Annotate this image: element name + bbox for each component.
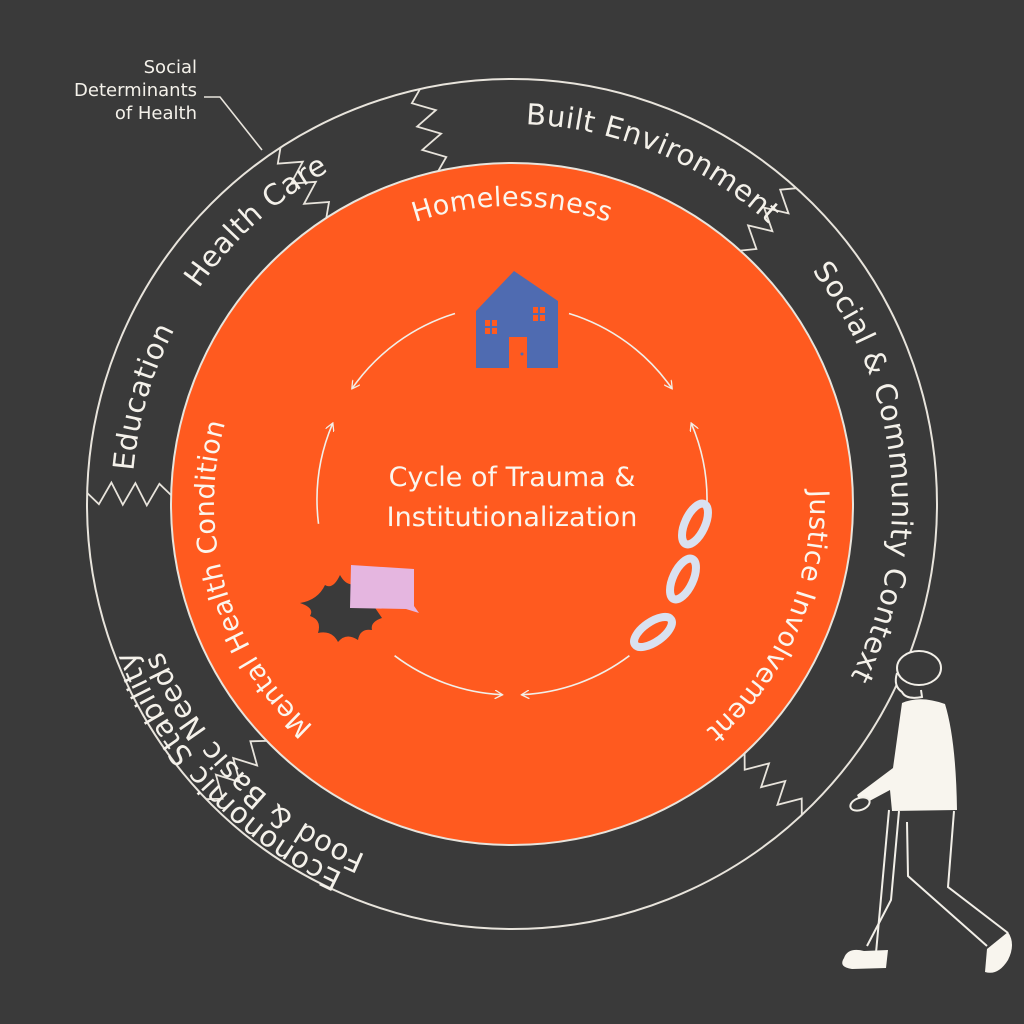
cycle-arrow bbox=[394, 655, 502, 695]
outer-ring-border bbox=[86, 78, 938, 930]
title-leader-line bbox=[204, 96, 263, 151]
cycle-arrow bbox=[352, 312, 456, 389]
center-title-line-2: Institutionalization bbox=[387, 502, 638, 533]
ring-separator bbox=[206, 740, 267, 801]
speech-burst-icon bbox=[300, 565, 419, 642]
center-title-line-1: Cycle of Trauma & bbox=[389, 462, 636, 493]
ring-separator bbox=[86, 480, 172, 508]
cycle-arrow bbox=[316, 424, 332, 524]
speech-bubble-icon bbox=[350, 565, 419, 613]
cycle-arrow bbox=[568, 312, 672, 389]
ring-separator bbox=[410, 88, 448, 172]
chain-icon bbox=[630, 499, 712, 652]
house-icon bbox=[476, 271, 558, 368]
cycle-arrow bbox=[522, 655, 630, 695]
ring-separator bbox=[743, 753, 803, 815]
walking-person-illustration bbox=[842, 650, 1012, 973]
inner-circle bbox=[170, 162, 854, 846]
title-line-3: of Health bbox=[115, 103, 197, 124]
ring-separator bbox=[276, 147, 331, 219]
title-line-1: Social bbox=[144, 57, 197, 78]
title-line-2: Determinants bbox=[74, 80, 197, 101]
ring-separator bbox=[740, 187, 797, 252]
ring-label-education: Education bbox=[106, 317, 180, 472]
title-label: Social Determinants of Health bbox=[74, 57, 197, 124]
